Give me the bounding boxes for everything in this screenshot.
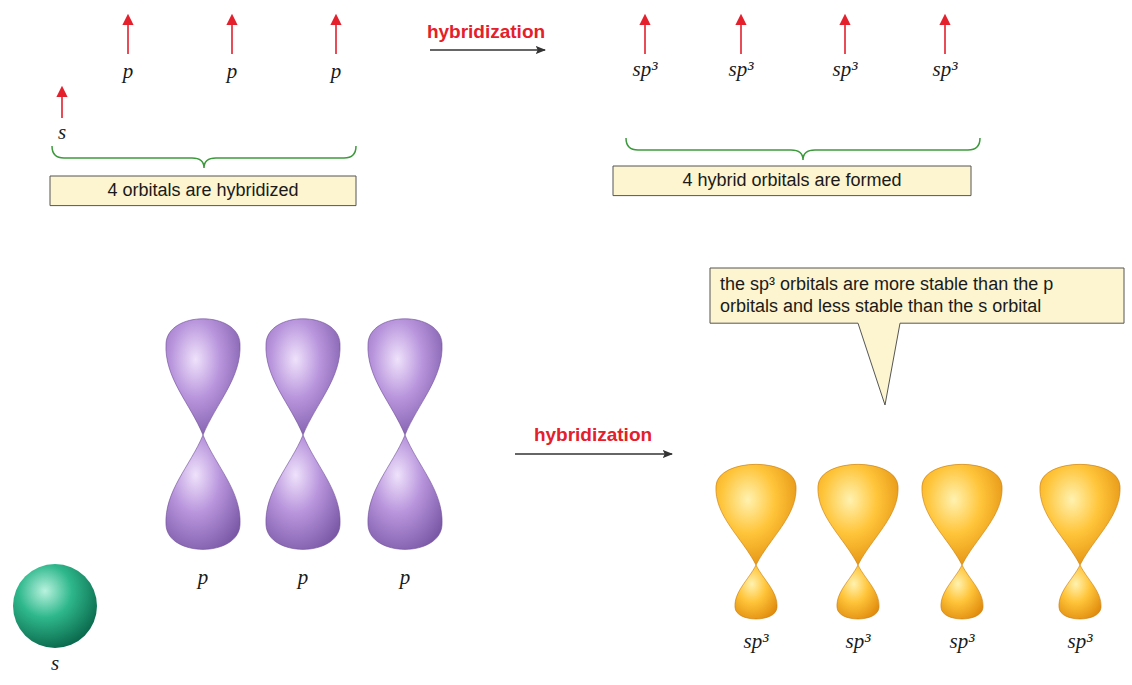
box-text: 4 hybrid orbitals are formed [623, 170, 961, 192]
sp3-orbital-lobe [1059, 565, 1101, 619]
reaction-arrow [515, 453, 672, 454]
reaction-arrow [430, 49, 545, 50]
s-orbital [13, 564, 97, 648]
orbital-label: sp³ [833, 58, 858, 81]
orbital-label: sp³ [933, 58, 958, 81]
sp3-orbital-lobe [1040, 464, 1120, 565]
sp3-orbital-lobe [735, 565, 777, 619]
spin-arrow [335, 16, 337, 54]
sp3-orbital-lobe [922, 464, 1002, 565]
p-orbital-lobe [166, 435, 240, 549]
orbital-label: p [298, 566, 309, 589]
spin-arrow [944, 16, 946, 54]
spin-arrow [61, 88, 63, 118]
process-label: hybridization [427, 22, 545, 43]
orbital-label: sp³ [950, 630, 975, 653]
orbital-label: sp³ [729, 58, 754, 81]
orbital-label: sp³ [1068, 630, 1093, 653]
spin-arrow [644, 16, 646, 54]
box-text: 4 orbitals are hybridized [60, 180, 346, 202]
spin-arrow [127, 16, 129, 54]
sp3-orbital-lobe [837, 565, 879, 619]
note-box: 4 hybrid orbitals are formed [613, 166, 971, 196]
orbital-label: p [198, 566, 209, 589]
p-orbital-lobe [266, 435, 340, 549]
spin-arrow [231, 16, 233, 54]
orbital-label: p [123, 60, 134, 83]
box-outline [613, 166, 971, 196]
box-text: the sp³ orbitals are more stable than th… [720, 274, 1114, 317]
sp3-orbital-lobe [818, 464, 898, 565]
orbital-label: p [400, 566, 411, 589]
spin-arrow [844, 16, 846, 54]
spin-arrow [740, 16, 742, 54]
callout-outline [710, 268, 1124, 405]
p-orbital-lobe [368, 319, 442, 435]
curly-brace [626, 138, 980, 160]
sp3-orbital-lobe [716, 464, 796, 565]
p-orbital-lobe [166, 319, 240, 435]
curly-brace [52, 146, 356, 168]
p-orbital-lobe [368, 435, 442, 549]
orbital-label: sp³ [846, 630, 871, 653]
orbital-label: s [58, 121, 66, 144]
process-label: hybridization [534, 425, 652, 446]
p-orbital-lobe [266, 319, 340, 435]
orbital-label: p [227, 60, 238, 83]
box-outline [50, 176, 356, 206]
sp3-orbital-lobe [941, 565, 983, 619]
orbital-label: p [331, 60, 342, 83]
orbital-label: sp³ [744, 630, 769, 653]
note-box: 4 orbitals are hybridized [50, 176, 356, 206]
orbital-label: s [51, 652, 59, 675]
orbital-label: sp³ [633, 58, 658, 81]
callout-box: the sp³ orbitals are more stable than th… [710, 268, 1124, 323]
